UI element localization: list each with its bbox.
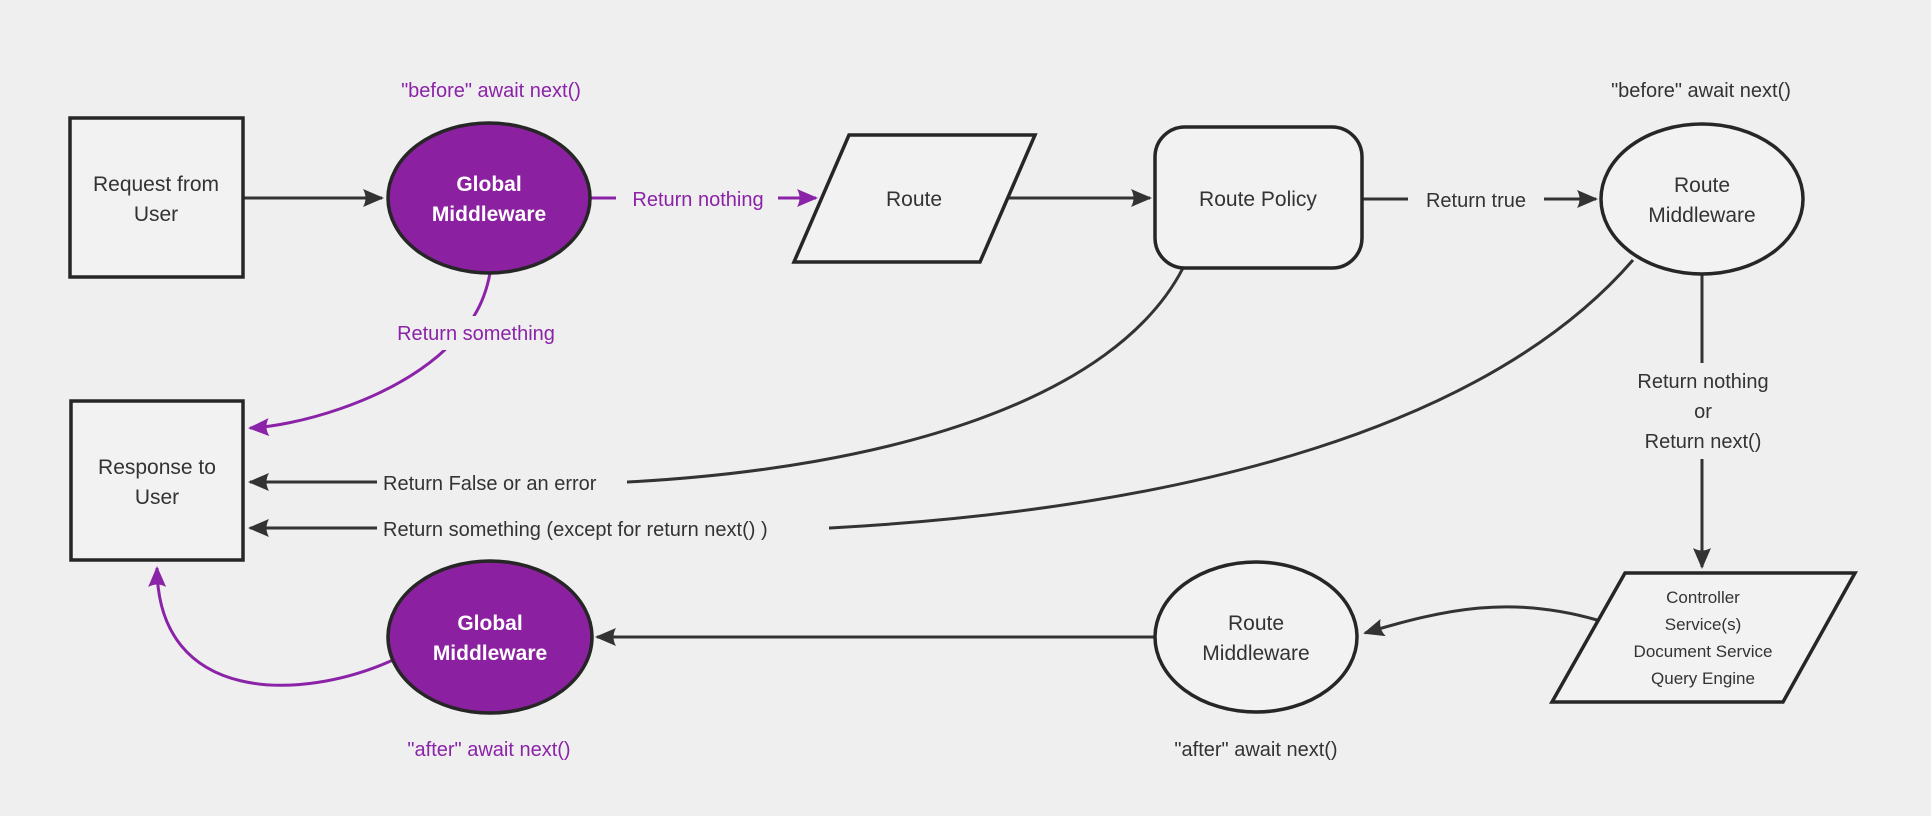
node-global-middleware-top: Global Middleware (386, 121, 592, 275)
edge-label-return-nothing-or-next: Return nothing or Return next() (1618, 363, 1788, 459)
controller-services-label-line4: Query Engine (1651, 669, 1755, 688)
response-to-user-box (69, 399, 245, 562)
label-background (377, 512, 829, 545)
edge-route-middleware-to-response (248, 259, 1635, 537)
node-route: Route (791, 133, 1038, 264)
return-nothing-or-next-line3: Return next() (1645, 431, 1762, 453)
route-parallelogram (791, 133, 1038, 264)
route-middleware-top-ellipse (1599, 122, 1805, 276)
node-global-middleware-bottom: Global Middleware (386, 559, 594, 715)
controller-services-label-line2: Service(s) (1665, 615, 1742, 634)
global-middleware-bottom-label-line1: Global (457, 612, 522, 635)
after-await-next-right-label: "after" await next() (1174, 739, 1337, 761)
before-await-next-right-label: "before" await next() (1611, 80, 1791, 102)
return-nothing-label: Return nothing (632, 189, 763, 211)
route-middleware-top-label-line1: Route (1674, 174, 1730, 197)
node-response-to-user: Response to User (69, 399, 245, 562)
controller-services-parallelogram (1548, 571, 1858, 704)
label-background (1408, 183, 1544, 217)
return-nothing-or-next-line2: or (1694, 401, 1712, 423)
edge-route-policy-to-response (248, 267, 1185, 491)
node-route-policy: Route Policy (1153, 125, 1364, 270)
global-middleware-bottom-label-line2: Middleware (433, 642, 547, 665)
return-something-label: Return something (397, 323, 555, 345)
request-from-user-box (68, 116, 245, 279)
after-await-next-left-label: "after" await next() (407, 739, 570, 761)
response-to-user-label-line1: Response to (98, 456, 216, 479)
edges (148, 189, 1711, 687)
label-background (616, 182, 778, 216)
edge-controller-to-route-middleware-bottom (1363, 605, 1598, 637)
global-middleware-top-ellipse (386, 121, 592, 275)
edge-global-middleware-to-response (248, 272, 492, 437)
label-background (377, 466, 627, 499)
route-label: Route (886, 188, 942, 211)
controller-services-label-line3: Document Service (1634, 642, 1773, 661)
node-request-from-user: Request from User (68, 116, 245, 279)
edge-label-return-something: Return something (379, 316, 573, 350)
route-middleware-bottom-label-line1: Route (1228, 612, 1284, 635)
node-controller-services: Controller Service(s) Document Service Q… (1548, 571, 1858, 704)
edge-label-return-true: Return true (1408, 183, 1544, 217)
global-middleware-bottom-ellipse (386, 559, 594, 715)
response-to-user-label-line2: User (135, 486, 179, 509)
route-middleware-bottom-ellipse (1153, 560, 1359, 714)
global-middleware-top-label-line1: Global (456, 173, 521, 196)
label-background (379, 316, 573, 350)
node-route-middleware-top: Route Middleware (1599, 122, 1805, 276)
edge-label-return-nothing: Return nothing (616, 182, 778, 216)
route-middleware-top-label-line2: Middleware (1648, 204, 1755, 227)
return-nothing-or-next-line1: Return nothing (1637, 371, 1768, 393)
edge-global-middleware-bottom-to-response (148, 566, 394, 687)
node-route-middleware-bottom: Route Middleware (1153, 560, 1359, 714)
global-middleware-top-label-line2: Middleware (432, 203, 546, 226)
route-middleware-bottom-label-line2: Middleware (1202, 642, 1309, 665)
return-false-or-error-label: Return False or an error (383, 473, 597, 495)
annotations: "before" await next() "before" await nex… (401, 80, 1791, 761)
label-background (1618, 363, 1788, 459)
edge-label-return-something-except: Return something (except for return next… (377, 512, 829, 545)
edge-labels: Return nothing Return true Return nothin… (377, 182, 1788, 545)
edge-label-return-false-or-error: Return False or an error (377, 466, 627, 499)
return-true-label: Return true (1426, 190, 1526, 212)
controller-services-label-line1: Controller (1666, 588, 1740, 607)
route-policy-label: Route Policy (1199, 188, 1317, 211)
request-from-user-label-line2: User (134, 203, 178, 226)
route-policy-box (1153, 125, 1364, 270)
return-something-except-label: Return something (except for return next… (383, 519, 768, 541)
before-await-next-left-label: "before" await next() (401, 80, 581, 102)
request-from-user-label-line1: Request from (93, 173, 219, 196)
